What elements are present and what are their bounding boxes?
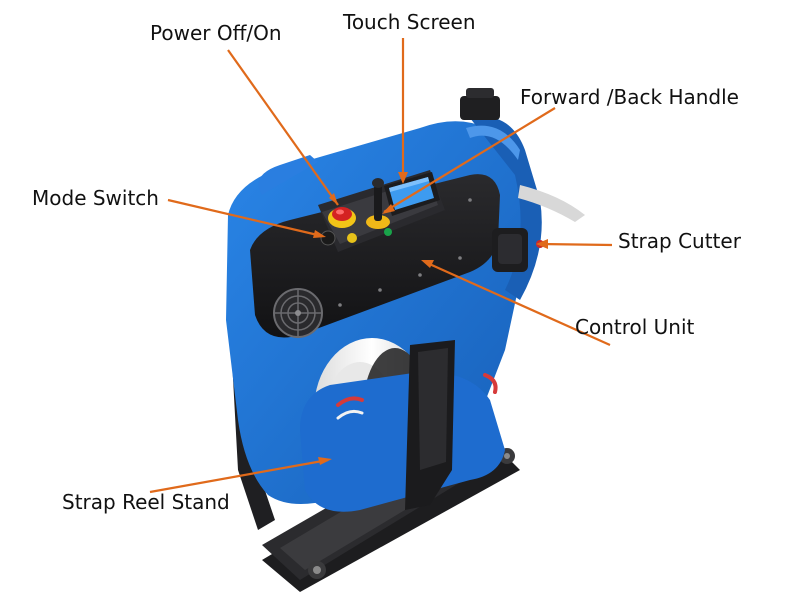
label-handle: Forward /Back Handle xyxy=(520,85,739,109)
joystick-icon xyxy=(366,178,390,229)
top-latch xyxy=(460,96,500,120)
label-strap-cutter: Strap Cutter xyxy=(618,229,741,253)
label-reel-stand: Strap Reel Stand xyxy=(62,490,230,514)
label-mode-switch: Mode Switch xyxy=(32,186,159,210)
mode-switch-icon xyxy=(320,228,392,246)
callout-leaders xyxy=(149,38,613,494)
fan-grille-icon xyxy=(273,288,323,338)
red-stop-button-icon xyxy=(328,207,356,228)
strap-cutter-block xyxy=(492,228,544,272)
label-control-unit: Control Unit xyxy=(575,315,695,339)
carry-handle xyxy=(258,155,318,195)
label-power: Power Off/On xyxy=(150,21,282,45)
label-touch-screen: Touch Screen xyxy=(343,10,476,34)
reel-stand-plate xyxy=(300,371,505,512)
handle-lever xyxy=(518,185,585,222)
